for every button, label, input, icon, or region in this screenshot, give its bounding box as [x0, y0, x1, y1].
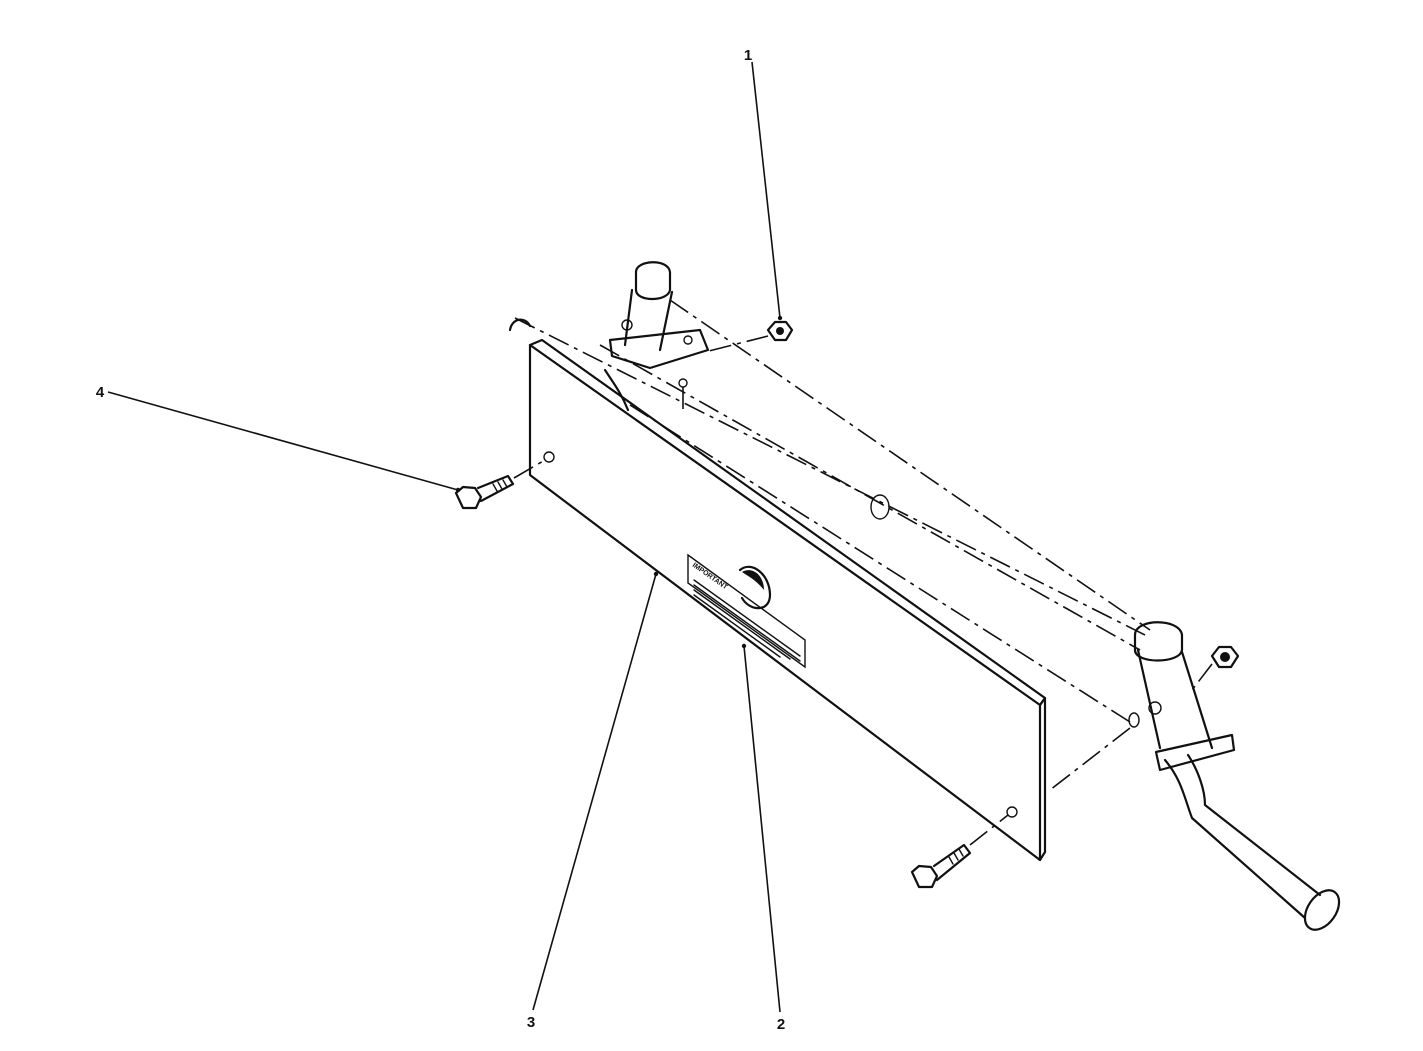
frame-rail [508, 299, 1151, 723]
leader-4 [107, 391, 459, 491]
pivot-cap-upper [634, 261, 672, 301]
bracket-hole-upper-c [678, 378, 688, 388]
bracket-hole-lower-a [1148, 701, 1162, 715]
bolt-thread-left-3 [502, 479, 508, 488]
hex-bolt-right [910, 814, 1009, 889]
bolt-head-left [454, 485, 483, 510]
frame-crossbar-lower [629, 404, 1131, 723]
panel-board-face [528, 343, 1042, 862]
decal-line-3 [693, 589, 791, 660]
hex-bolt-left [454, 459, 546, 510]
callout-2: 2 [777, 1016, 785, 1033]
panel-handle-hole-shadow [742, 570, 764, 590]
leader-3 [532, 573, 657, 1011]
frame-crossbar-upper [669, 299, 1151, 631]
bolt-head-right [910, 864, 939, 889]
nut-axis-upper [704, 335, 769, 353]
leader-1 [751, 61, 781, 319]
leader-2 [743, 645, 781, 1013]
mounting-plate-lower [1154, 733, 1236, 772]
decal-line-4 [693, 594, 781, 658]
decal-line-2 [693, 584, 801, 662]
bolt-thread-left-2 [497, 481, 503, 490]
bracket-hole-lower-b [1128, 712, 1140, 728]
panel-hole-right [1006, 806, 1018, 818]
nut-bore-upper [776, 327, 784, 335]
bracket-hole-upper-b [683, 335, 693, 345]
decal-line-1 [693, 579, 801, 657]
bolt-thread-right-1 [948, 856, 954, 865]
panel-board-side-edge [1038, 696, 1047, 862]
handle-tube-end [1303, 889, 1341, 931]
bolt-axis-left [513, 459, 546, 479]
panel-hole-left [543, 451, 555, 463]
panel-board-top-edge [528, 338, 1047, 707]
lock-nut-upper [704, 320, 794, 353]
bolt-thread-right-3 [958, 848, 964, 857]
bolt-shank-right [932, 843, 972, 882]
frame-bend-left [603, 368, 630, 412]
leader-2-dot [741, 643, 747, 649]
panel-handle-hole [738, 565, 772, 610]
frame-tube-top-edge [514, 317, 1146, 636]
bracket-hole-upper-a [621, 319, 633, 331]
bolt-axis-right [969, 814, 1009, 846]
pivot-cap-lower [1133, 621, 1184, 662]
decal-outline [687, 553, 806, 669]
panel-board [528, 338, 1047, 862]
callout-1: 1 [744, 47, 752, 64]
callout-3: 3 [527, 1014, 535, 1031]
pivot-tube-lower [1136, 648, 1214, 750]
callout-leaders [107, 61, 783, 1013]
nut-axis-lower [1191, 663, 1213, 691]
pivot-bracket-lower [1049, 621, 1341, 931]
leader-4-dot [455, 487, 461, 493]
pivot-tube-upper [623, 288, 674, 352]
mounting-plate-upper [608, 328, 710, 370]
pivot-bracket-upper [608, 261, 710, 410]
handle-tube [1163, 753, 1322, 920]
lock-nut-lower [1191, 645, 1240, 691]
leader-1-dot [777, 315, 783, 321]
callout-4: 4 [96, 384, 105, 401]
nut-bore-lower [1220, 652, 1230, 662]
bolt-shank-left [476, 474, 515, 503]
leader-3-dot [653, 571, 659, 577]
frame-center-hole [870, 494, 890, 520]
bolt-thread-left-1 [492, 483, 498, 492]
nut-hex-lower [1210, 645, 1240, 669]
bracket-axis-lower [1049, 727, 1131, 791]
nut-hex-upper [766, 320, 794, 342]
bolt-thread-right-2 [953, 852, 959, 861]
frame-tube-bottom-edge [599, 344, 1141, 651]
